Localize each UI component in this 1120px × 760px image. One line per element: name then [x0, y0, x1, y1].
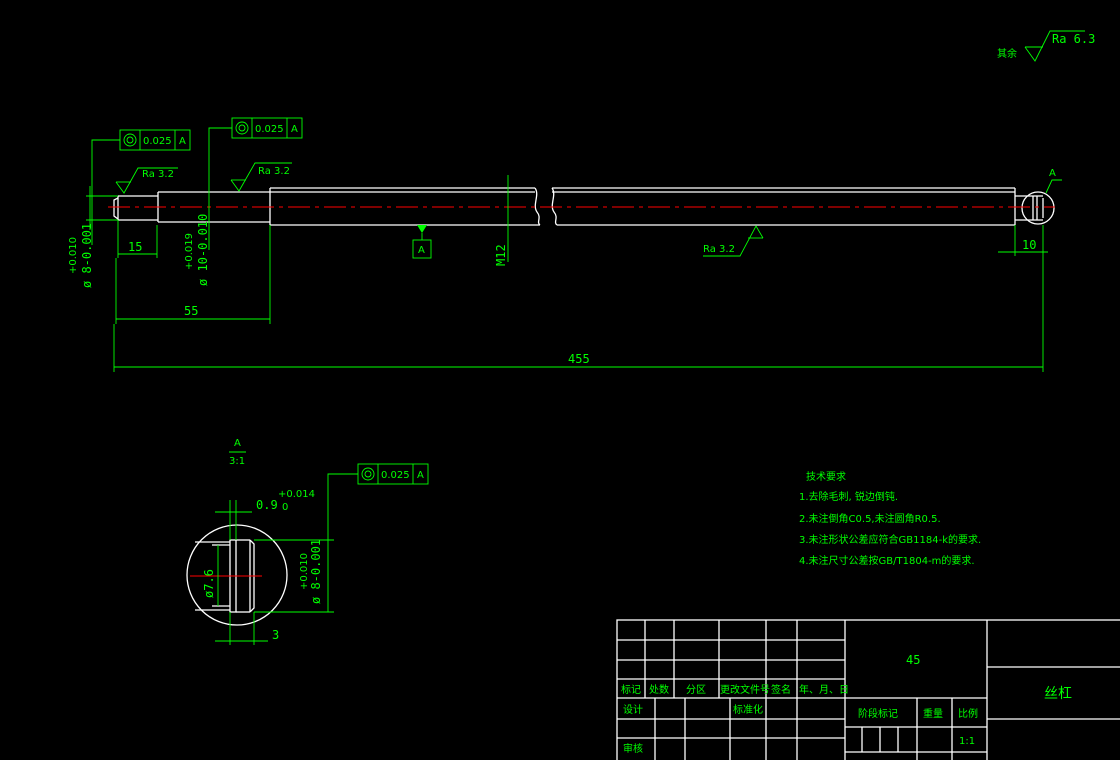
tb-standardize: 标准化 — [733, 703, 763, 716]
shaft-outline — [113, 187, 1055, 226]
tech-item: 1.去除毛刺, 锐边倒钝. — [799, 490, 898, 503]
roughness-body: Ra 3.2 — [703, 225, 764, 257]
tol-detail-datum: A — [417, 470, 424, 481]
roughness-other-label: 其余 — [997, 47, 1017, 60]
roughness-check-icon — [1024, 30, 1085, 62]
dia10-main: ø 10-0.010 — [196, 214, 210, 286]
tech-item: 3.未注形状公差应符合GB1184-k的要求. — [799, 533, 981, 546]
detail-view-a: A 3:1 0.025 A 0.9 +0.014 0 ø7.6 — [186, 438, 429, 645]
detail-scale: 3:1 — [229, 456, 245, 467]
dia8-dimension: +0.010 ø 8-0.001 — [68, 186, 118, 288]
detail-width-upper: +0.014 — [278, 489, 315, 500]
thread-dimension: M12 — [494, 175, 509, 266]
detail-len-3: 3 — [272, 628, 279, 642]
tb-scale-label: 比例 — [958, 707, 978, 720]
detail-a-circle-marker — [1021, 191, 1055, 225]
tb-check: 审核 — [623, 742, 643, 755]
tol2-datum: A — [291, 124, 298, 135]
concentricity-icon — [235, 121, 249, 135]
technical-requirements: 技术要求 1.去除毛刺, 锐边倒钝. 2.未注倒角C0.5,未注圆角R0.5. … — [799, 470, 981, 567]
len455-dimension: 455 — [113, 225, 1044, 372]
tech-item: 2.未注倒角C0.5,未注圆角R0.5. — [799, 512, 941, 525]
tb-header: 分区 — [686, 684, 706, 696]
tb-header: 签名 — [771, 683, 791, 696]
title-block: 标记 处数 分区 更改文件号 签名 年、月、日 设计 标准化 审核 45 阶段标… — [616, 619, 1120, 760]
len15-label: 15 — [128, 240, 142, 254]
tb-part-name: 丝杠 — [1044, 686, 1072, 702]
concentricity-icon — [123, 133, 137, 147]
thread-label: M12 — [494, 244, 508, 266]
datum-a-label: A — [418, 245, 425, 256]
roughness-left-end: Ra 3.2 — [115, 167, 178, 194]
tb-stage-mark: 阶段标记 — [858, 707, 898, 720]
detail-dia-groove: ø7.6 — [202, 569, 216, 598]
tolerance-frame-left2: 0.025 A — [208, 117, 303, 250]
roughness-body-value: Ra 3.2 — [703, 244, 735, 255]
tb-design: 设计 — [623, 703, 643, 716]
detail-width-main: 0.9 — [256, 498, 278, 512]
tb-material: 45 — [906, 653, 920, 667]
len455-label: 455 — [568, 352, 590, 366]
tb-header: 年、月、日 — [799, 683, 849, 696]
tb-header: 处数 — [649, 683, 669, 696]
detail-width-lower: 0 — [282, 502, 288, 513]
tb-scale-value: 1:1 — [959, 736, 975, 747]
len10-label: 10 — [1022, 238, 1036, 252]
roughness-other-value: Ra 6.3 — [1052, 32, 1095, 46]
roughness-left-end-value: Ra 3.2 — [142, 169, 174, 180]
tol1-value: 0.025 — [143, 136, 172, 147]
len55-dimension: 55 — [115, 225, 271, 324]
roughness-step: Ra 3.2 — [230, 162, 292, 192]
tolerance-frame-left1: 0.025 A — [91, 129, 191, 245]
concentricity-icon — [361, 467, 375, 481]
roughness-step-value: Ra 3.2 — [258, 166, 290, 177]
dia10-upper: +0.019 — [184, 233, 195, 270]
dia8-upper: +0.010 — [68, 237, 79, 274]
tol-detail-value: 0.025 — [381, 470, 410, 481]
datum-a: A — [412, 225, 432, 259]
detail-dia-upper: +0.010 — [299, 553, 310, 590]
tech-item: 4.未注尺寸公差按GB/T1804-m的要求. — [799, 554, 975, 567]
detail-a-callout-label: A — [1049, 168, 1056, 179]
dia10-dimension: +0.019 ø 10-0.010 — [184, 214, 210, 286]
detail-dia-main: ø 8-0.001 — [309, 539, 323, 604]
detail-a-callout: A — [1045, 168, 1062, 194]
dia8-main: ø 8-0.001 — [80, 223, 94, 288]
len10-dimension: 10 — [998, 225, 1048, 256]
tb-header: 标记 — [621, 684, 641, 696]
tb-header: 更改文件号 — [720, 683, 770, 696]
tb-weight: 重量 — [923, 707, 943, 720]
tol2-value: 0.025 — [255, 124, 284, 135]
tol1-datum: A — [179, 136, 186, 147]
tech-title: 技术要求 — [806, 470, 846, 483]
len15-dimension: 15 — [117, 220, 158, 258]
len55-label: 55 — [184, 304, 198, 318]
general-roughness-symbol: 其余 Ra 6.3 — [997, 30, 1095, 62]
detail-title: A — [234, 438, 241, 449]
